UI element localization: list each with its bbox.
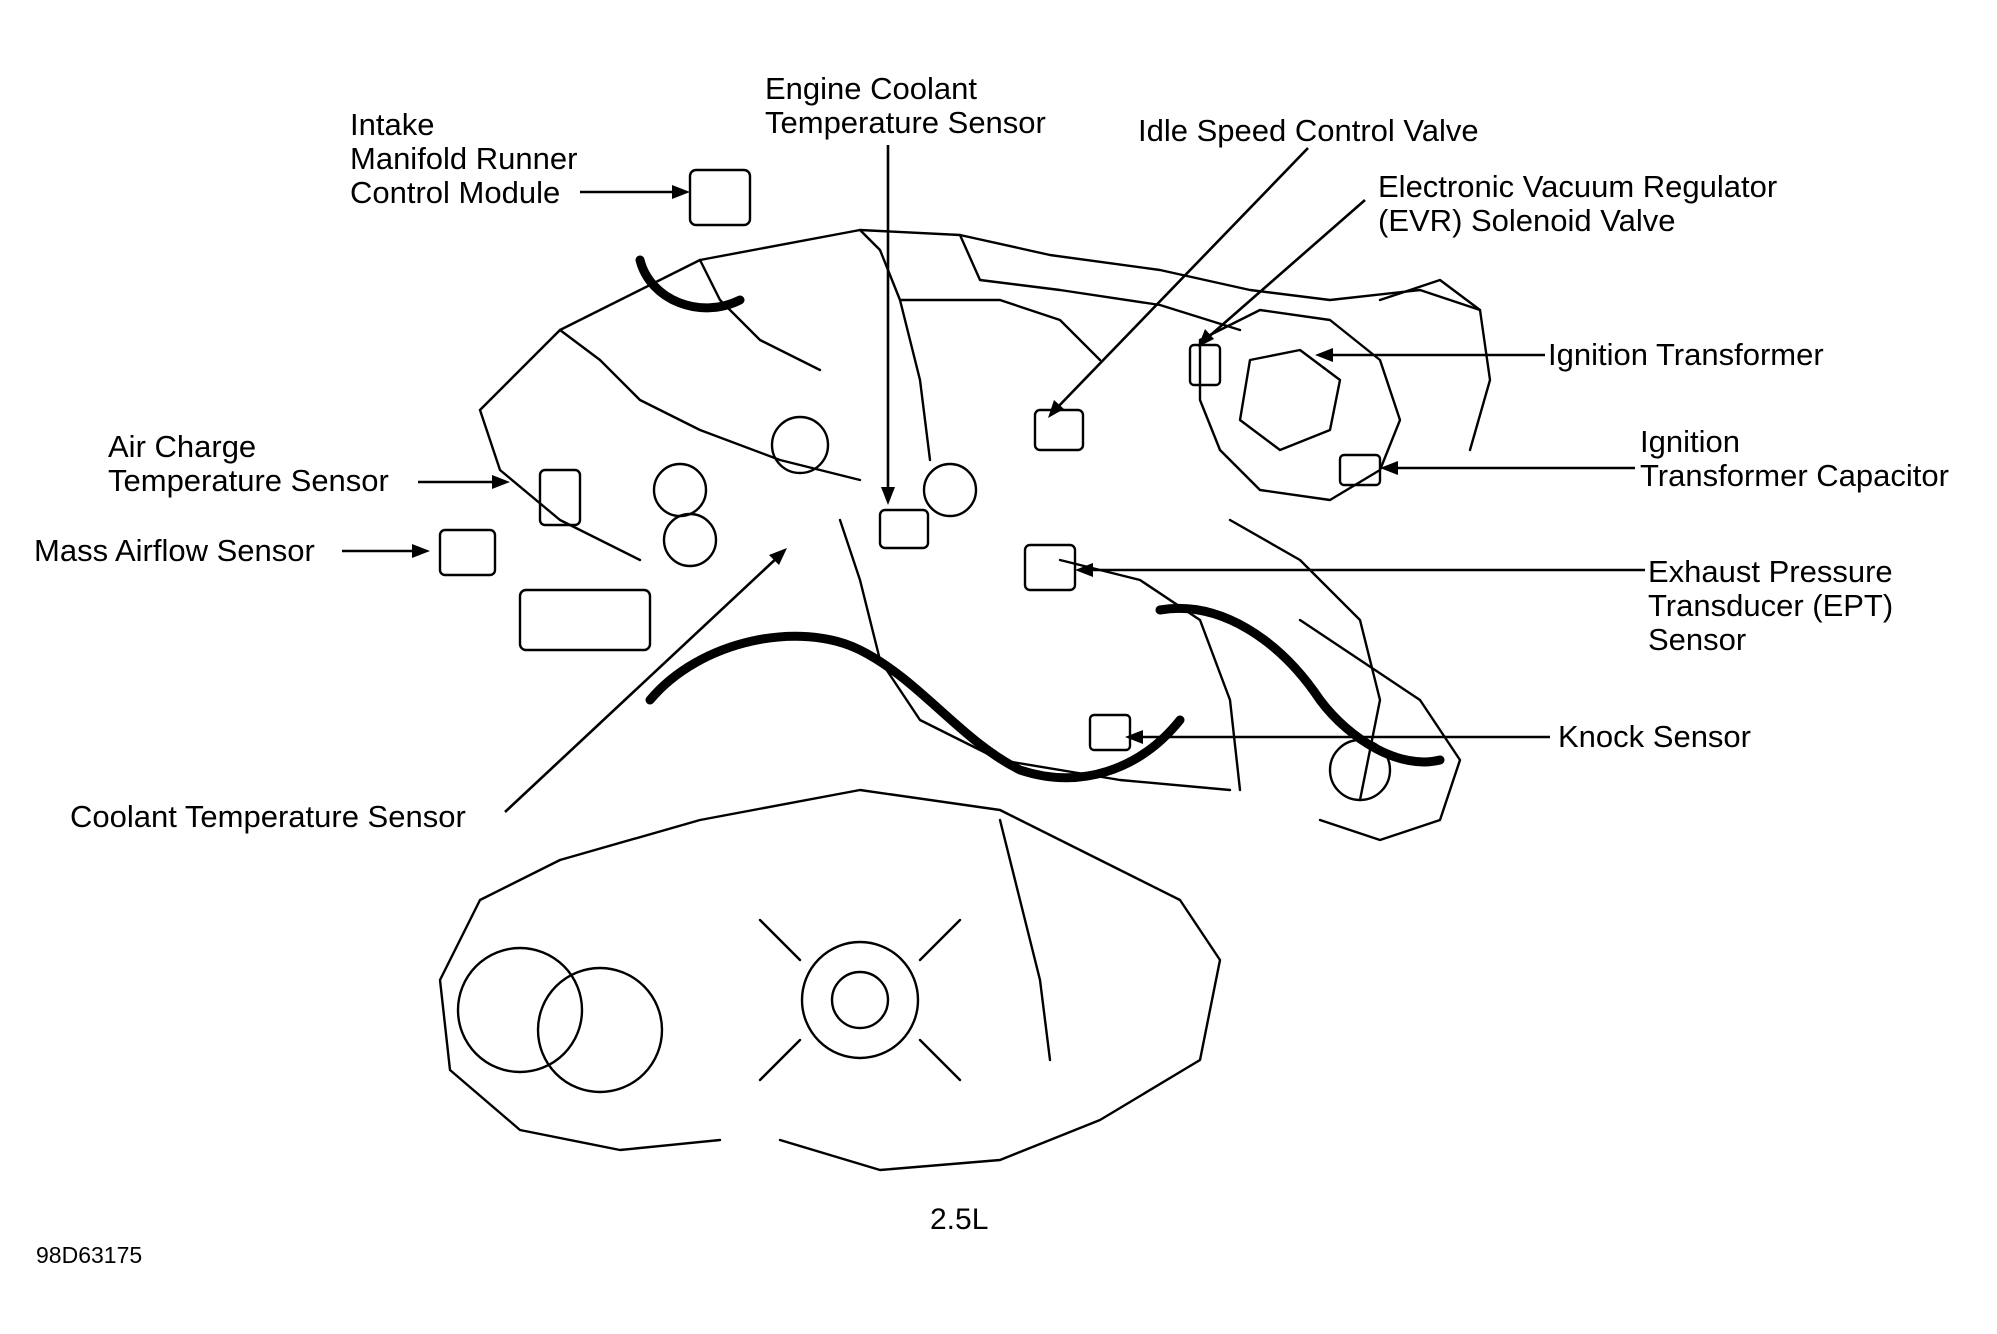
label-idle-speed-control-valve: Idle Speed Control Valve bbox=[1138, 114, 1479, 148]
label-coolant-temperature-sensor: Coolant Temperature Sensor bbox=[70, 800, 466, 834]
label-line: Ignition bbox=[1640, 424, 1740, 459]
engine-size-caption: 2.5L bbox=[930, 1203, 989, 1236]
label-line: Exhaust Pressure bbox=[1648, 554, 1893, 589]
label-line: Intake bbox=[350, 107, 435, 142]
label-mass-airflow-sensor: Mass Airflow Sensor bbox=[34, 534, 315, 568]
label-line: Temperature Sensor bbox=[108, 463, 389, 498]
label-ignition-transformer-capacitor: Ignition Transformer Capacitor bbox=[1640, 425, 1949, 493]
figure-id: 98D63175 bbox=[36, 1242, 143, 1268]
label-line: (EVR) Solenoid Valve bbox=[1378, 203, 1676, 238]
label-engine-coolant-temperature-sensor: Engine Coolant Temperature Sensor bbox=[765, 72, 1046, 140]
label-line: Coolant Temperature Sensor bbox=[70, 799, 466, 834]
label-line: Air Charge bbox=[108, 429, 257, 464]
label-line: Temperature Sensor bbox=[765, 105, 1046, 140]
label-exhaust-pressure-transducer-sensor: Exhaust Pressure Transducer (EPT) Sensor bbox=[1648, 555, 1893, 657]
label-line: Manifold Runner bbox=[350, 141, 578, 176]
label-line: Sensor bbox=[1648, 622, 1747, 657]
label-evr-solenoid-valve: Electronic Vacuum Regulator (EVR) Soleno… bbox=[1378, 170, 1777, 238]
label-line: Transducer (EPT) bbox=[1648, 588, 1894, 623]
label-line: Mass Airflow Sensor bbox=[34, 533, 315, 568]
label-line: Knock Sensor bbox=[1558, 719, 1751, 754]
label-line: Idle Speed Control Valve bbox=[1138, 113, 1479, 148]
label-line: Engine Coolant bbox=[765, 71, 977, 106]
label-line: Electronic Vacuum Regulator bbox=[1378, 169, 1778, 204]
label-intake-manifold-runner-control-module: Intake Manifold Runner Control Module bbox=[350, 108, 577, 210]
label-knock-sensor: Knock Sensor bbox=[1558, 720, 1751, 754]
leader-lines bbox=[342, 145, 1645, 813]
label-ignition-transformer: Ignition Transformer bbox=[1548, 338, 1824, 372]
label-line: Ignition Transformer bbox=[1548, 337, 1824, 372]
engine-block-drawing bbox=[438, 168, 1492, 1172]
label-line: Transformer Capacitor bbox=[1640, 458, 1949, 493]
label-air-charge-temperature-sensor: Air Charge Temperature Sensor bbox=[108, 430, 389, 498]
label-line: Control Module bbox=[350, 175, 561, 210]
